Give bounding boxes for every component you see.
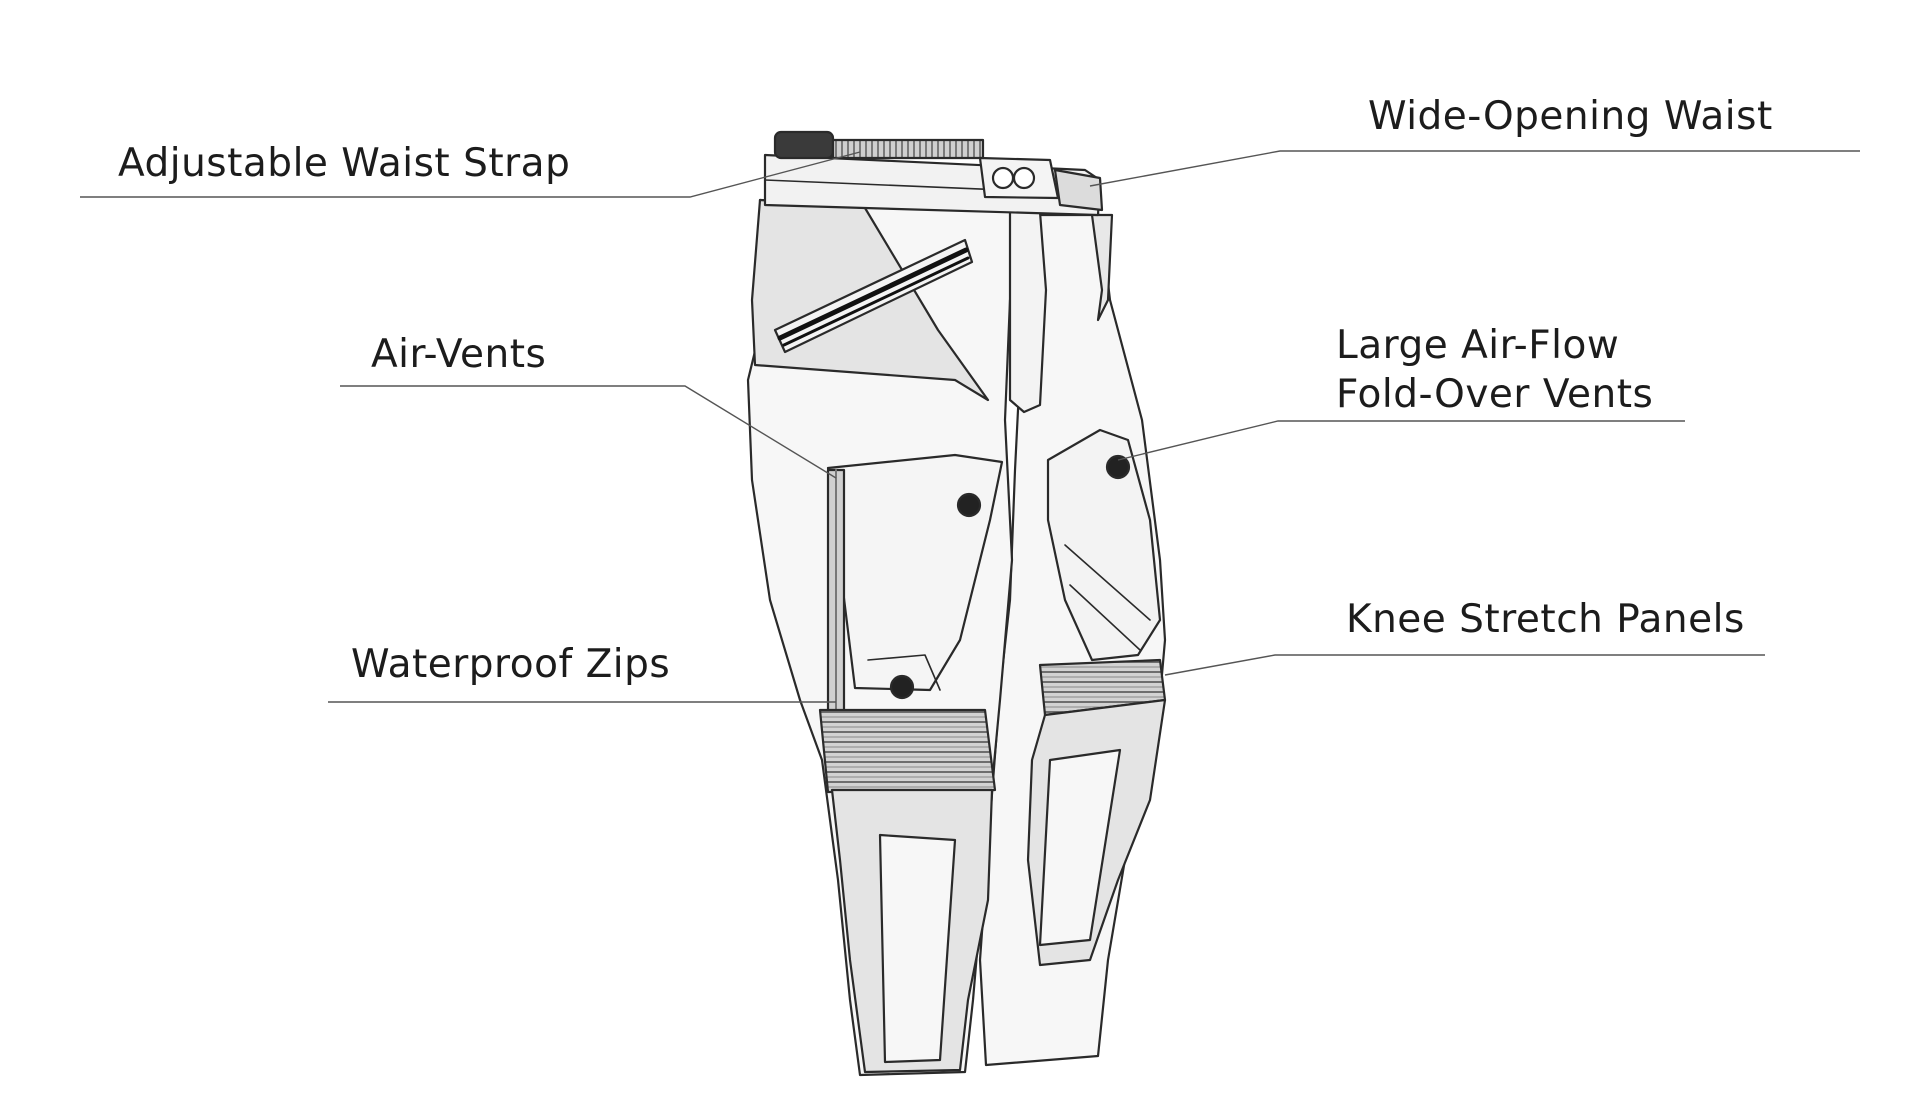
- label-waterproof-zips: Waterproof Zips: [351, 642, 671, 687]
- label-adjustable-waist-strap: Adjustable Waist Strap: [118, 141, 571, 186]
- leader-wide-opening-waist: [1089, 150, 1860, 187]
- label-knee-stretch-panels: Knee Stretch Panels: [1346, 597, 1745, 642]
- leader-adjustable-waist-strap: [80, 151, 861, 198]
- leader-knee-stretch-panels: [1164, 654, 1765, 676]
- thigh-vent-panel: [826, 453, 1004, 692]
- label-large-air-flow-line2: Fold-Over Vents: [1336, 372, 1654, 417]
- label-large-air-flow-line1: Large Air-Flow: [1336, 323, 1620, 368]
- label-air-vents: Air-Vents: [371, 332, 547, 377]
- waist-strap-grip: [773, 130, 835, 160]
- back-thigh-vent: [1046, 428, 1162, 662]
- leader-air-vents: [340, 385, 837, 479]
- leader-large-air-flow: [1117, 420, 1685, 461]
- label-wide-opening-waist: Wide-Opening Waist: [1368, 94, 1773, 139]
- front-knee-stretch: [818, 708, 997, 794]
